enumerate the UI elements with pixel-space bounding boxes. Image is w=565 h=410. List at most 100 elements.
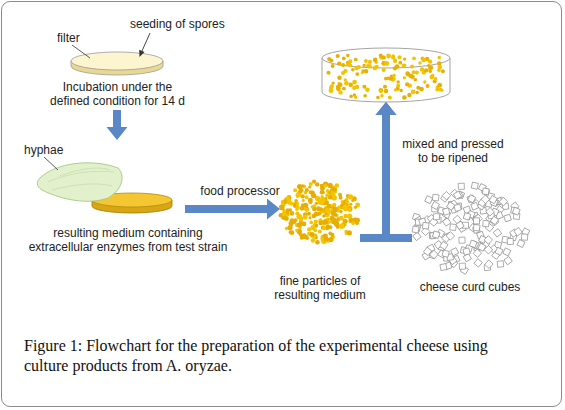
curd-cube: [507, 238, 513, 244]
cheese-particle: [379, 88, 384, 93]
medium-particle: [333, 213, 337, 217]
medium-particle: [310, 190, 315, 195]
cheese-particle: [388, 96, 392, 100]
medium-particle: [330, 216, 335, 221]
particle-group: [279, 54, 530, 275]
medium-particle: [315, 240, 320, 245]
medium-particle: [303, 214, 308, 219]
cheese-particle: [384, 77, 388, 81]
medium-particle: [318, 211, 322, 215]
cheese-particle: [403, 57, 406, 60]
cheese-particle: [437, 68, 441, 72]
medium-particle: [307, 212, 311, 216]
cheese-particle: [376, 96, 380, 100]
cheese-particle: [383, 85, 387, 89]
cheese-particle: [367, 64, 372, 69]
cheese-particle: [362, 85, 366, 89]
cheese-particle: [346, 54, 350, 58]
cheese-particle: [407, 93, 411, 97]
cheese-particle: [348, 82, 353, 87]
flow-arrow: [360, 102, 397, 238]
medium-particle: [318, 221, 322, 225]
curd-cube: [483, 220, 490, 227]
callout-label: filter: [57, 31, 80, 45]
cheese-particle: [364, 69, 368, 73]
medium-particle: [324, 184, 328, 188]
medium-particle: [325, 208, 330, 213]
cheese-particle: [343, 69, 347, 73]
medium-particle: [345, 200, 349, 204]
medium-particle: [295, 205, 300, 210]
stage-text: fine particles of resulting medium: [265, 274, 375, 302]
curd-cube: [451, 248, 459, 256]
medium-particle: [314, 212, 319, 217]
cheese-particle: [353, 93, 356, 96]
curd-cube: [422, 222, 429, 229]
process-stage: cheese curd cubes: [412, 183, 528, 275]
medium-particle: [314, 220, 318, 224]
curd-cube: [482, 188, 489, 195]
curd-cube: [504, 256, 512, 264]
medium-particle: [315, 224, 318, 227]
medium-particle: [342, 205, 347, 210]
medium-particle: [323, 219, 328, 224]
curd-cube: [468, 195, 476, 203]
pressed-cheese: [322, 46, 450, 102]
curd-cube: [432, 231, 440, 239]
cheese-particle: [364, 59, 368, 63]
cheese-particle: [346, 63, 350, 67]
cheese-particle: [428, 59, 432, 63]
medium-particle: [328, 237, 333, 242]
arrow-head: [107, 127, 128, 140]
cheese-particle: [431, 74, 435, 78]
medium-particle: [309, 221, 313, 225]
seeding-arrow: [142, 33, 150, 51]
medium-particle: [300, 194, 304, 198]
cheese-particle: [379, 89, 383, 93]
arrow-shaft: [386, 114, 412, 238]
cheese-particle: [393, 59, 397, 63]
cheese-particle: [352, 86, 356, 90]
curd-cube: [459, 263, 465, 269]
pressed-cheese-top: [322, 48, 450, 68]
cheese-particle: [380, 94, 383, 97]
medium-particle: [323, 236, 328, 241]
curd-cube: [425, 196, 433, 204]
curd-cube: [490, 216, 498, 224]
medium-particle: [311, 238, 315, 242]
curd-cube: [495, 247, 503, 255]
medium-particle: [315, 202, 318, 205]
medium-particle: [305, 188, 309, 192]
medium-particle: [295, 212, 299, 216]
curd-cube: [474, 259, 482, 267]
medium-particle: [289, 208, 293, 212]
curd-cube: [459, 237, 465, 243]
curd-cube: [412, 226, 419, 233]
figure-caption: Figure 1: Flowchart for the preparation …: [24, 336, 529, 376]
medium-particle: [331, 187, 335, 191]
medium-particle: [311, 226, 315, 230]
medium-particle: [348, 208, 352, 212]
curd-cube: [504, 214, 511, 221]
curd-cube: [443, 218, 451, 226]
cheese-particle: [425, 57, 428, 60]
cheese-particle: [348, 59, 352, 63]
cheese-particle: [395, 64, 400, 69]
flow-arrow: [185, 199, 280, 220]
curd-cube: [521, 234, 527, 240]
cheese-particle: [424, 68, 428, 72]
medium-particle: [305, 208, 309, 212]
medium-particle: [294, 199, 297, 202]
cheese-particle: [337, 76, 342, 81]
curd-cube: [450, 224, 457, 231]
cheese-particle: [363, 94, 367, 98]
cheese-particle: [402, 63, 407, 68]
medium-particle: [302, 199, 305, 202]
medium-particle: [301, 203, 305, 207]
leader-line: [44, 157, 58, 170]
arrow-head: [376, 102, 397, 115]
medium-particle: [305, 189, 308, 192]
cheese-particle: [351, 68, 355, 72]
cheese-particle: [415, 91, 419, 95]
